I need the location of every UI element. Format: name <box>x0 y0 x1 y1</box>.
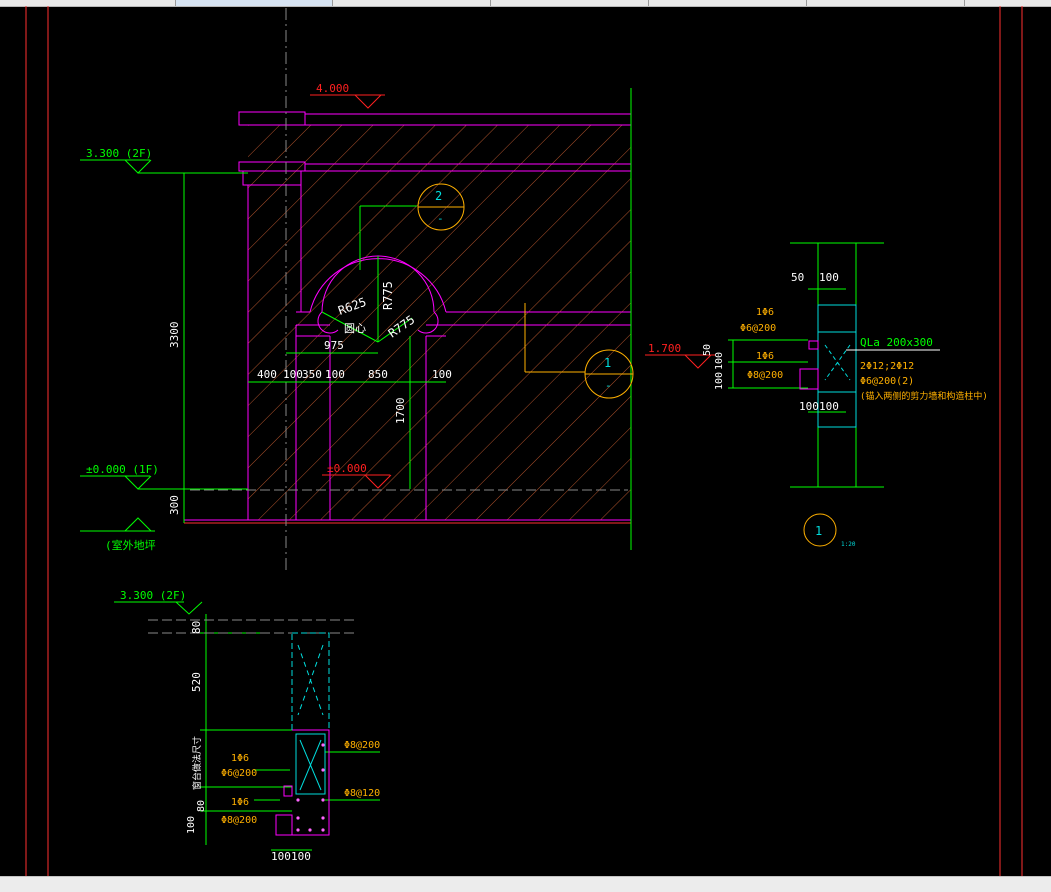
dim-400: 400 <box>257 368 277 381</box>
detail2-wall-block <box>291 632 330 731</box>
document-tab[interactable] <box>0 0 176 6</box>
detail1-dim-50: 50 <box>791 271 804 284</box>
detail2-bar-dots <box>296 743 325 832</box>
document-tab[interactable] <box>649 0 807 6</box>
status-bar <box>0 876 1051 892</box>
detail1-beam-label: QLa 200x300 <box>860 336 933 349</box>
level-markers <box>80 159 248 532</box>
beam-cross <box>824 344 851 381</box>
document-tab-active[interactable] <box>176 0 333 6</box>
detail1-rebar-mid-2: Φ8@200 <box>747 370 783 381</box>
wall-hatch <box>248 125 631 520</box>
detail2-rebar-a1: 1Φ6 <box>231 753 249 764</box>
rebar-mid-block <box>799 368 819 390</box>
detail2-dim-520: 520 <box>190 672 203 692</box>
detail2-sill-outline <box>275 729 330 836</box>
detail1-rebar-top-1: 1Φ6 <box>756 307 774 318</box>
dim-975: 975 <box>324 339 344 352</box>
cad-drawing-canvas[interactable]: 4.000 3.300 (2F) ±0.000 (1F) ±0.000 (室外地… <box>0 6 1051 876</box>
detail2-stirrup-2: Φ8@120 <box>344 788 380 799</box>
dim-100b: 100 <box>325 368 345 381</box>
detail1-dim-left-100a: 100 <box>714 352 725 370</box>
detail1-callout-number: 1 <box>815 524 822 538</box>
detail2-sill-core <box>295 733 326 795</box>
detail1-dim-100: 100 <box>819 271 839 284</box>
dim-height-base: 300 <box>168 495 181 515</box>
red-level-markers <box>310 94 715 489</box>
detail2-dim-w1: 100 <box>271 850 291 863</box>
detail1-dim-left-100b: 100 <box>714 372 725 390</box>
document-tab[interactable] <box>491 0 649 6</box>
detail2-rebar-a <box>283 785 293 797</box>
detail1-note: (锚入两侧的剪力墙和构造柱中) <box>860 390 988 402</box>
detail1-dim-bot-100b: 100 <box>819 400 839 413</box>
detail2-dim-window: 窗台做法尺寸 <box>191 736 203 790</box>
document-tab[interactable] <box>807 0 965 6</box>
detail-1-section: 50 100 1Φ6 Φ6@200 1Φ6 Φ8@200 50 100 100 … <box>702 242 988 548</box>
callout-1-sheet: - <box>605 379 612 392</box>
cornice-outline <box>184 111 631 524</box>
detail1-dim-bot-100a: 100 <box>799 400 819 413</box>
radius-outer: R775 <box>381 281 395 310</box>
detail1-dim-left-50: 50 <box>702 344 713 356</box>
dim-350: 350 <box>302 368 322 381</box>
dim-100c: 100 <box>432 368 452 381</box>
detail2-rebar-b2: Φ8@200 <box>221 815 257 826</box>
rebar-top-block <box>808 340 819 350</box>
detail-2-section: 3.300 (2F) 80 520 窗台做法尺寸 100 80 Φ8@200 Φ… <box>114 589 380 863</box>
level-1f: ±0.000 (1F) <box>86 463 159 476</box>
radius-lines <box>321 205 417 343</box>
detail2-dim-w2: 100 <box>291 850 311 863</box>
detail2-rebar-b1: 1Φ6 <box>231 797 249 808</box>
drawing-frame <box>25 6 1023 876</box>
window-level: 1.700 <box>648 342 681 355</box>
detail2-dim-bot-80: 80 <box>196 800 207 812</box>
dim-height-opening: 1700 <box>394 398 407 425</box>
document-tab[interactable] <box>333 0 491 6</box>
level-2f: 3.300 (2F) <box>86 147 152 160</box>
callout-1-number: 1 <box>604 356 611 370</box>
level-roof: 4.000 <box>316 82 349 95</box>
detail1-scale: 1:20 <box>841 541 856 548</box>
detail1-callout-circle <box>803 513 837 547</box>
detail1-main-bars: 2Φ12;2Φ12 <box>860 361 914 372</box>
callout-2-number: 2 <box>435 189 442 203</box>
dim-850: 850 <box>368 368 388 381</box>
detail2-stirrup-1: Φ8@200 <box>344 740 380 751</box>
beam-core <box>817 331 857 393</box>
detail1-rebar-mid-1: 1Φ6 <box>756 351 774 362</box>
elevation-view: 4.000 3.300 (2F) ±0.000 (1F) ±0.000 (室外地… <box>80 8 715 570</box>
callout-2-sheet: - <box>437 212 444 225</box>
detail2-sill-cross <box>299 739 322 791</box>
detail2-cross <box>297 644 324 716</box>
dim-height-total: 3300 <box>168 322 181 349</box>
detail2-dim-80: 80 <box>190 621 203 634</box>
detail2-level: 3.300 (2F) <box>120 589 186 602</box>
document-tab-strip <box>0 0 1051 7</box>
dim-100a: 100 <box>283 368 303 381</box>
detail1-rebar-top-2: Φ6@200 <box>740 323 776 334</box>
detail2-dim-bot-100: 100 <box>186 816 197 834</box>
detail2-rebar-a2: Φ6@200 <box>221 768 257 779</box>
detail1-stirrups: Φ6@200(2) <box>860 376 914 387</box>
arc-center-label: 圆心 <box>344 322 366 335</box>
outdoor-ground-label: (室外地坪 <box>105 538 156 552</box>
level-inner: ±0.000 <box>327 462 367 475</box>
